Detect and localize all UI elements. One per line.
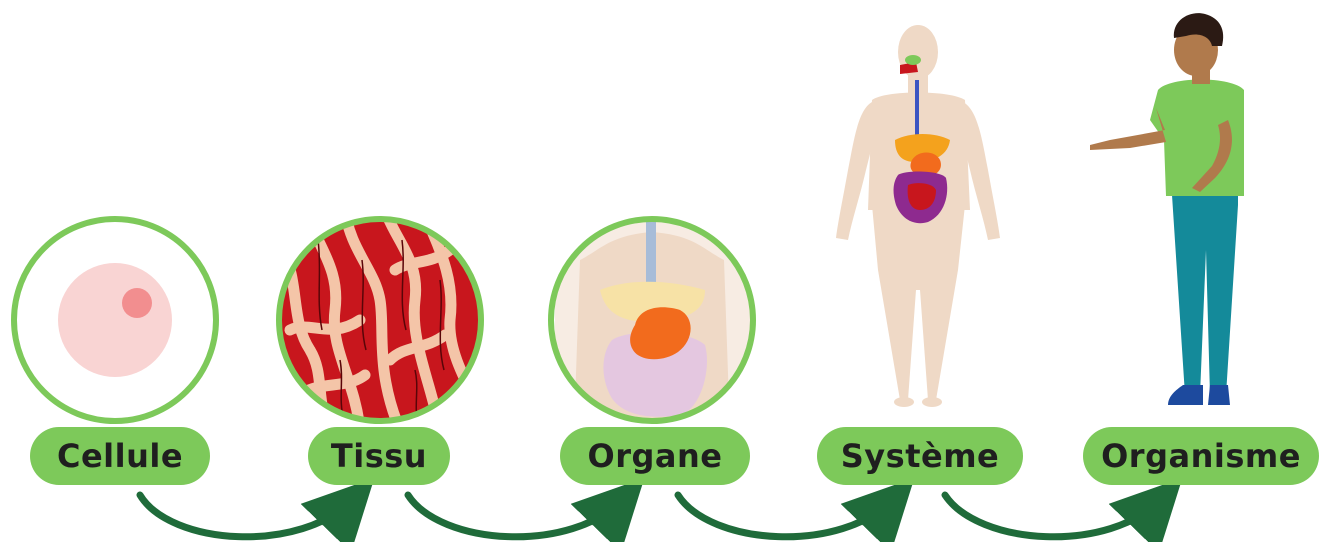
arrow-systeme-to-organisme bbox=[945, 495, 1163, 537]
arrow-organe-to-systeme bbox=[678, 495, 895, 537]
label-systeme: Système bbox=[817, 427, 1023, 485]
cell-icon bbox=[14, 219, 216, 421]
arrow-tissu-to-organe bbox=[408, 495, 625, 537]
progression-arrows bbox=[140, 495, 1163, 537]
person-organism-icon bbox=[1090, 13, 1244, 405]
digestive-system-body-icon bbox=[836, 25, 1000, 407]
label-cellule: Cellule bbox=[30, 427, 210, 485]
muscle-tissue-icon bbox=[279, 210, 481, 430]
label-tissu: Tissu bbox=[308, 427, 450, 485]
stomach-organ-icon bbox=[551, 215, 755, 430]
arrow-cellule-to-tissu bbox=[140, 495, 355, 537]
label-organisme: Organisme bbox=[1083, 427, 1319, 485]
label-organe: Organe bbox=[560, 427, 750, 485]
